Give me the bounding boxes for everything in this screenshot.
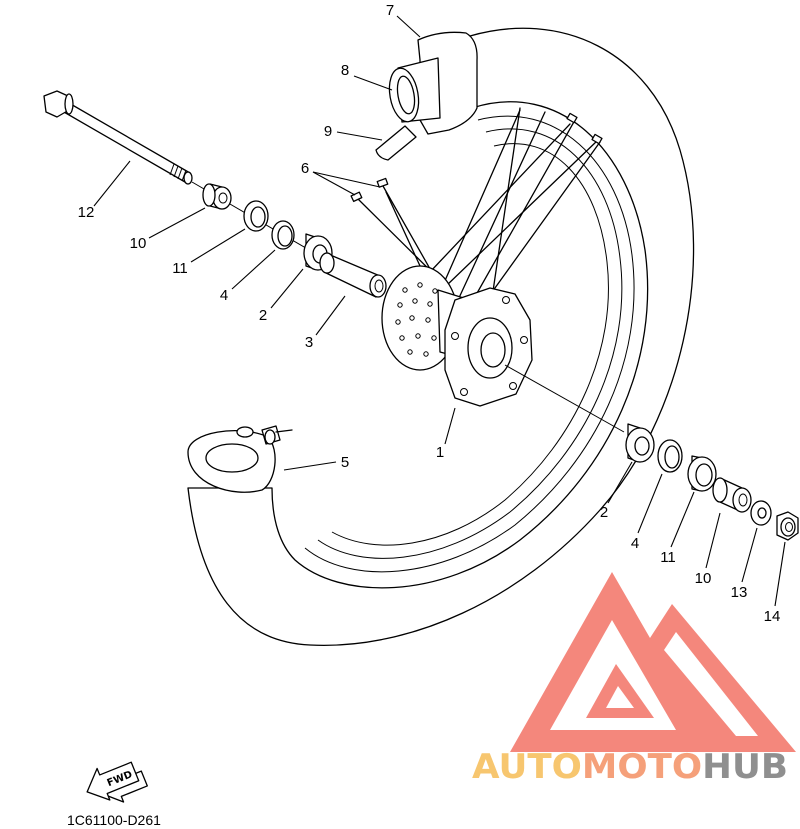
oil-seal-left bbox=[243, 200, 269, 232]
callout-tube: 8 bbox=[341, 62, 349, 79]
front-axle bbox=[43, 90, 193, 185]
callout-circlip-right: 4 bbox=[631, 535, 639, 552]
spoke-nipples bbox=[350, 112, 603, 203]
wheel-hub bbox=[381, 265, 533, 407]
callout-hub: 1 bbox=[436, 444, 444, 461]
callout-spacer: 3 bbox=[305, 334, 313, 351]
tire-section-bottom bbox=[187, 425, 293, 493]
bearing-right bbox=[625, 423, 655, 463]
callout-axle-nut: 14 bbox=[764, 608, 781, 625]
axle-nut bbox=[776, 511, 799, 541]
logo-word-hub: HUB bbox=[702, 747, 788, 787]
collar-right bbox=[712, 477, 752, 513]
leader-lines bbox=[93, 15, 786, 607]
callout-oil-seal-left: 11 bbox=[172, 260, 188, 277]
collar-left bbox=[202, 183, 232, 210]
callout-collar-right: 10 bbox=[695, 570, 712, 587]
circlip-right bbox=[657, 439, 683, 473]
logo-triangle-icon bbox=[510, 572, 796, 752]
rim-band bbox=[375, 125, 417, 161]
callout-bearing-right: 2 bbox=[600, 504, 608, 521]
circlip-left bbox=[271, 220, 295, 250]
diagram-code: 1C61100-D261 bbox=[67, 812, 161, 828]
callout-tire-bottom: 5 bbox=[341, 454, 349, 471]
spacer-tube bbox=[319, 252, 387, 298]
callout-tire: 7 bbox=[386, 2, 394, 19]
valve-stem bbox=[236, 425, 293, 445]
logo-word-moto: MOTO bbox=[582, 747, 702, 787]
oil-seal-right bbox=[687, 455, 717, 492]
callout-labels: 7 8 9 6 12 10 11 4 2 3 1 5 2 4 11 10 13 … bbox=[78, 2, 781, 625]
inner-tube bbox=[388, 57, 441, 123]
callout-axle: 12 bbox=[78, 204, 95, 221]
logo-word-auto: AUTO bbox=[472, 747, 582, 787]
callout-oil-seal-right: 11 bbox=[660, 549, 676, 566]
callout-rim-band: 9 bbox=[324, 123, 332, 140]
washer bbox=[750, 500, 772, 526]
callout-bearing-left: 2 bbox=[259, 307, 267, 324]
forward-arrow-icon: FWD bbox=[86, 761, 148, 803]
wheel-rim-and-tire bbox=[187, 27, 695, 646]
callout-circlip-left: 4 bbox=[220, 287, 228, 304]
callout-spoke-set: 6 bbox=[301, 160, 309, 177]
callout-collar-left: 10 bbox=[130, 235, 147, 252]
callout-washer: 13 bbox=[731, 584, 748, 601]
